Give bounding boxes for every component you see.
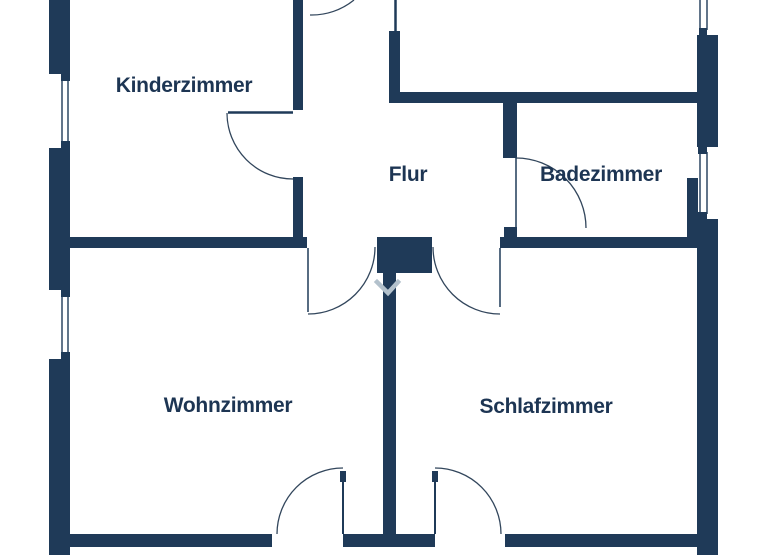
- wall-right-inner-stub: [687, 178, 698, 248]
- outer-wall-right-upper: [697, 35, 718, 147]
- outer-wall-right-lower: [697, 219, 718, 555]
- window-right-top-cap: [699, 28, 707, 35]
- door-cap-wohnzimmer-bottom: [340, 471, 346, 482]
- room-label-badezimmer: Badezimmer: [540, 163, 662, 186]
- wall-flur-badezimmer: [503, 97, 517, 158]
- outer-wall-left-lower: [49, 359, 70, 555]
- window-right-middle-cap: [698, 212, 707, 219]
- door-arc-top-room: [309, 0, 355, 16]
- wall-wohnzimmer-top: [55, 237, 307, 248]
- windows-group: [61, 0, 708, 360]
- wall-bottom-left: [58, 534, 272, 547]
- outer-wall-left-upper: [49, 0, 70, 74]
- walls-group: [49, 0, 718, 555]
- window-left-upper-cap: [61, 73, 70, 81]
- wall-badezimmer-bottom: [500, 237, 698, 248]
- room-label-flur: Flur: [388, 163, 428, 186]
- window-left-lower-cap: [61, 352, 70, 360]
- room-label-wohnzimmer: Wohnzimmer: [163, 394, 293, 417]
- window-left-lower-cap: [61, 289, 70, 297]
- wall-badezimmer-door-nub: [504, 227, 517, 238]
- window-left-upper-cap: [61, 141, 70, 149]
- wall-bottom-middle: [343, 534, 435, 547]
- wall-bottom-right: [505, 534, 718, 547]
- wall-center-block: [377, 237, 432, 273]
- wall-room-divider: [383, 273, 396, 547]
- door-arc-flur-schlafzimmer: [432, 246, 501, 315]
- wall-badezimmer-top: [389, 92, 698, 103]
- door-arcs-group: [226, 0, 587, 535]
- watermark-chevron: [373, 278, 402, 297]
- door-arc-wohnzimmer-bottom: [276, 467, 344, 535]
- wall-kinderzimmer-flur-lower: [293, 177, 303, 248]
- door-arc-schlafzimmer-bottom: [434, 467, 502, 535]
- door-arc-badezimmer: [515, 157, 587, 229]
- room-label-schlafzimmer: Schlafzimmer: [479, 395, 613, 418]
- wall-top-right-jamb: [389, 31, 400, 103]
- wall-kinderzimmer-flur-upper: [293, 0, 303, 110]
- door-cap-schlafzimmer-bottom: [432, 471, 438, 482]
- door-arc-kinderzimmer: [226, 112, 294, 180]
- room-label-kinderzimmer: Kinderzimmer: [115, 74, 253, 97]
- watermark-group: [373, 278, 402, 297]
- window-right-middle-cap: [698, 147, 707, 154]
- outer-wall-left-middle: [49, 148, 70, 290]
- door-arc-flur-wohnzimmer: [307, 246, 376, 315]
- door-leaves-group: [228, 0, 517, 534]
